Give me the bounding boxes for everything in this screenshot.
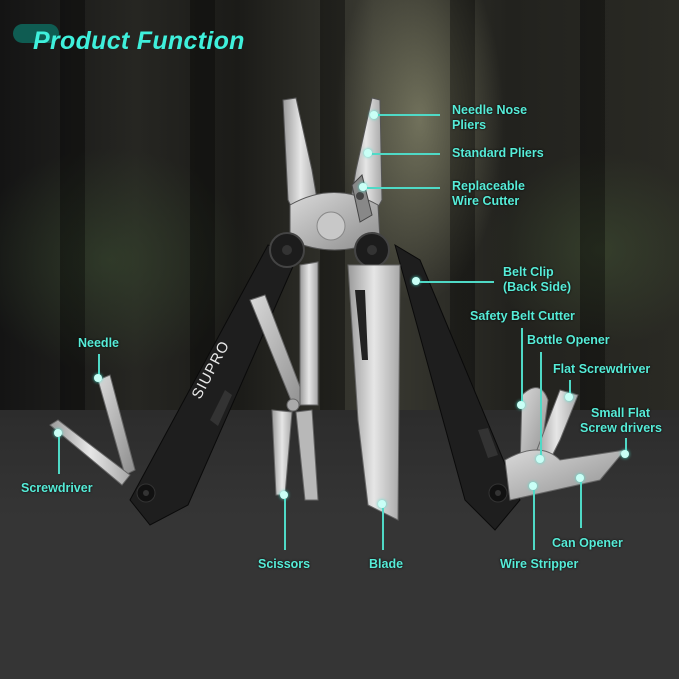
- knife-blade: [347, 264, 401, 521]
- label-wire-stripper: Wire Stripper: [500, 557, 579, 571]
- needle-leader: [98, 354, 100, 376]
- small-flat-screw-drivers-marker: [621, 450, 629, 458]
- page-title: Product Function: [33, 27, 245, 55]
- blade-marker: [378, 500, 386, 508]
- flat-screwdriver-leader: [569, 380, 571, 396]
- wire-cutter-leader: [367, 187, 440, 189]
- small-flat-screw-drivers-leader: [625, 438, 627, 452]
- label-flat-screwdriver: Flat Screwdriver: [553, 362, 651, 376]
- needle-nose-pliers-leader: [378, 114, 440, 116]
- floor-surface: [0, 410, 679, 679]
- label-needle: Needle: [78, 336, 119, 350]
- right-handle: [394, 243, 521, 531]
- label-safety-belt-cutter: Safety Belt Cutter: [470, 309, 575, 323]
- wire-cutter-marker: [359, 183, 367, 191]
- left-handle: SIUPRO: [129, 244, 299, 526]
- scissors-tool: [249, 261, 319, 501]
- blade-leader: [382, 508, 384, 550]
- left-implements: [49, 374, 136, 486]
- screwdriver-marker: [54, 429, 62, 437]
- bottle-opener-marker: [536, 455, 544, 463]
- label-blade: Blade: [369, 557, 404, 571]
- safety-belt-cutter-leader: [521, 328, 523, 404]
- label-scissors: Scissors: [258, 557, 311, 571]
- flat-screwdriver-marker: [565, 393, 573, 401]
- label-standard-pliers: Standard Pliers: [452, 146, 544, 160]
- belt-clip-marker: [412, 277, 420, 285]
- label-can-opener: Can Opener: [552, 536, 623, 550]
- standard-pliers-marker: [364, 149, 372, 157]
- label-needle-nose-pliers: Needle Nose Pliers: [452, 103, 528, 132]
- scissors-marker: [280, 491, 288, 499]
- label-bottle-opener: Bottle Opener: [527, 333, 610, 347]
- wire-stripper-leader: [533, 490, 535, 550]
- label-replaceable-wire-cutter: Replaceable Wire Cutter: [452, 179, 525, 208]
- screwdriver-leader: [58, 437, 60, 474]
- can-opener-marker: [576, 474, 584, 482]
- label-small-flat-screw-drivers: Small Flat Screw drivers: [580, 406, 662, 435]
- wire-stripper-marker: [529, 482, 537, 490]
- scissors-leader: [284, 499, 286, 550]
- label-screwdriver: Screwdriver: [21, 481, 93, 495]
- standard-pliers-leader: [372, 153, 440, 155]
- label-belt-clip: Belt Clip (Back Side): [503, 265, 572, 294]
- title-accent-pill: [13, 24, 59, 43]
- belt-clip-leader: [420, 281, 494, 283]
- bottle-opener-leader: [540, 352, 542, 457]
- safety-belt-cutter-marker: [517, 401, 525, 409]
- can-opener-leader: [580, 482, 582, 528]
- pliers-jaws: [282, 97, 383, 251]
- needle-nose-pliers-marker: [370, 111, 378, 119]
- needle-marker: [94, 374, 102, 382]
